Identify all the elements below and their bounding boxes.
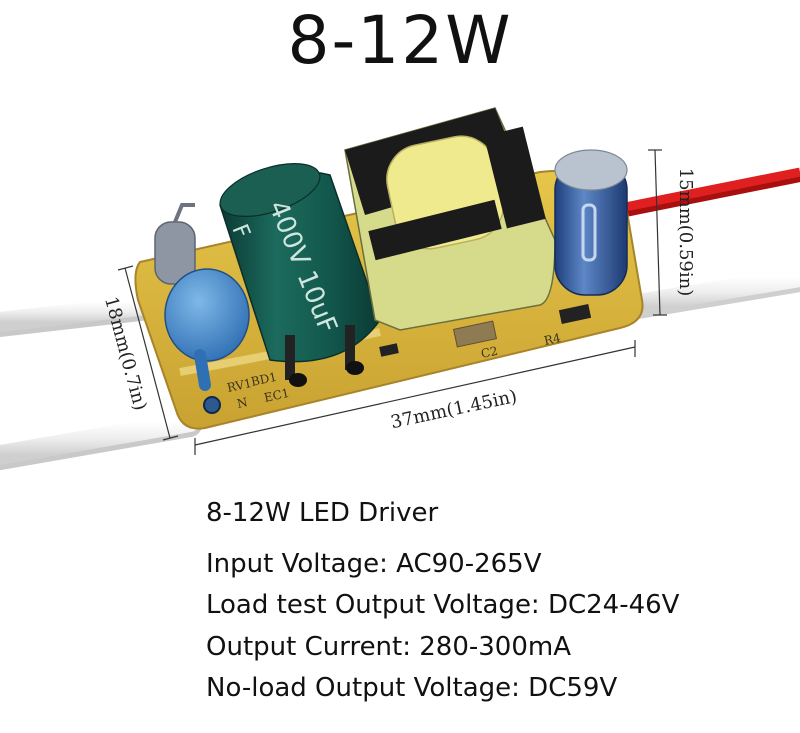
spec-no-load-output-voltage: No-load Output Voltage: DC59V [206, 672, 618, 703]
label-rv: RV1 [226, 376, 253, 395]
smd-components [379, 304, 592, 357]
specs-block: 8-12W LED Driver Input Voltage: AC90-265… [206, 498, 786, 714]
silkscreen-labels: RV1 BD1 N EC1 C2 R4 [203, 331, 563, 414]
page-title: 8-12W [287, 2, 513, 79]
label-bd: BD1 [250, 370, 278, 389]
output-wire-red [598, 167, 800, 222]
ceramic-capacitor [164, 268, 250, 391]
output-wire-white [608, 267, 800, 322]
input-wire-bottom [0, 412, 202, 470]
dimension-height-right: 15mm(0.59in) [648, 149, 696, 316]
grey-component [154, 203, 196, 285]
spec-input-voltage: Input Voltage: AC90-265V [206, 549, 542, 580]
dimension-width-label: 37mm(1.45in) [389, 386, 519, 433]
label-r4: R4 [543, 331, 563, 348]
label-ec1: EC1 [263, 386, 291, 405]
specs-heading: 8-12W LED Driver [206, 498, 439, 528]
spec-load-output-voltage: Load test Output Voltage: DC24-46V [206, 590, 680, 621]
label-n: N [236, 395, 249, 411]
spec-output-current: Output Current: 280-300mA [206, 631, 572, 662]
dimension-height-right-label: 15mm(0.59in) [675, 168, 696, 297]
led-driver-photo: 37mm(1.45in) 18mm(0.7in) 15mm(0.59in) 40… [0, 107, 800, 470]
label-c2: C2 [480, 344, 499, 361]
electrolytic-capacitor-blue [554, 149, 628, 296]
electrolytic-capacitor-green: 400V 10uF F [219, 163, 381, 387]
transformer [344, 107, 556, 331]
